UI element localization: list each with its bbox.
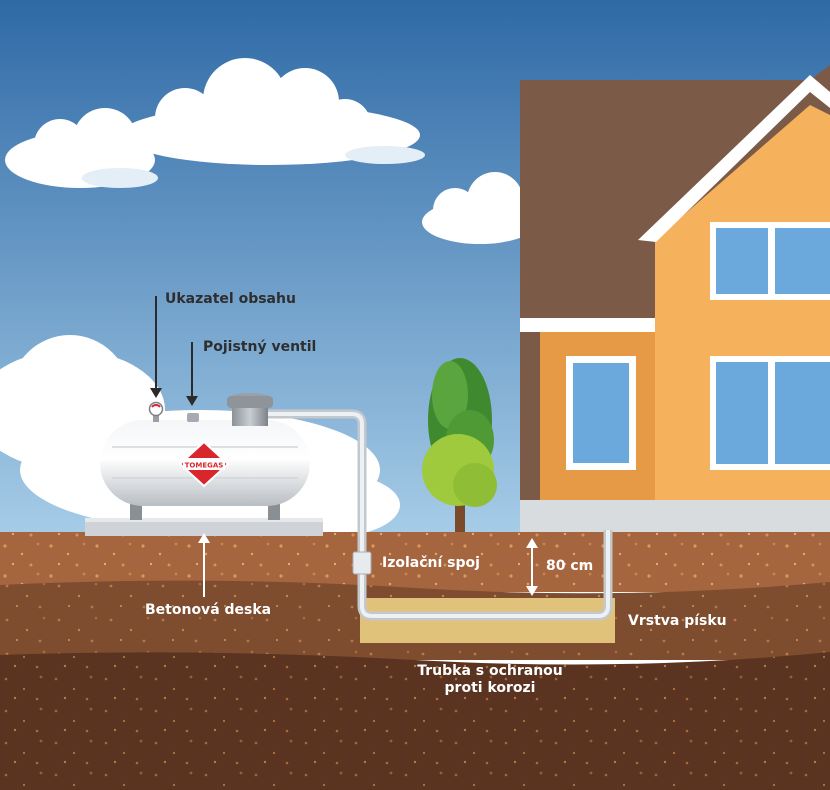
window-upper bbox=[710, 222, 830, 300]
label-pipe-line2: proti korozi bbox=[444, 680, 536, 696]
safety-valve-icon bbox=[187, 413, 199, 422]
concrete-slab bbox=[85, 518, 323, 536]
cloud-top-center bbox=[120, 58, 425, 165]
label-concrete-slab: Betonová deska bbox=[145, 602, 272, 618]
tree bbox=[422, 358, 497, 540]
cloud-right bbox=[422, 172, 538, 244]
label-insulation-joint: Izolační spoj bbox=[382, 555, 480, 571]
window-lower-left bbox=[566, 356, 636, 470]
insulation-joint bbox=[352, 551, 372, 575]
house-foundation bbox=[520, 500, 830, 538]
label-gauge: Ukazatel obsahu bbox=[165, 291, 296, 307]
window-lower-right bbox=[710, 356, 830, 470]
label-safety-valve: Pojistný ventil bbox=[203, 339, 317, 355]
tomegas-logo: TOMEGAS bbox=[178, 440, 230, 488]
label-sand-layer: Vrstva písku bbox=[628, 613, 727, 629]
label-pipe-line1: Trubka s ochranou bbox=[417, 663, 563, 679]
cloud-top-left bbox=[5, 108, 158, 188]
house bbox=[520, 65, 830, 538]
label-depth: 80 cm bbox=[546, 558, 594, 574]
lpg-tank: TOMEGAS bbox=[100, 393, 310, 520]
tomegas-logo-text: TOMEGAS bbox=[185, 462, 224, 470]
house-gable-trim bbox=[638, 75, 830, 242]
